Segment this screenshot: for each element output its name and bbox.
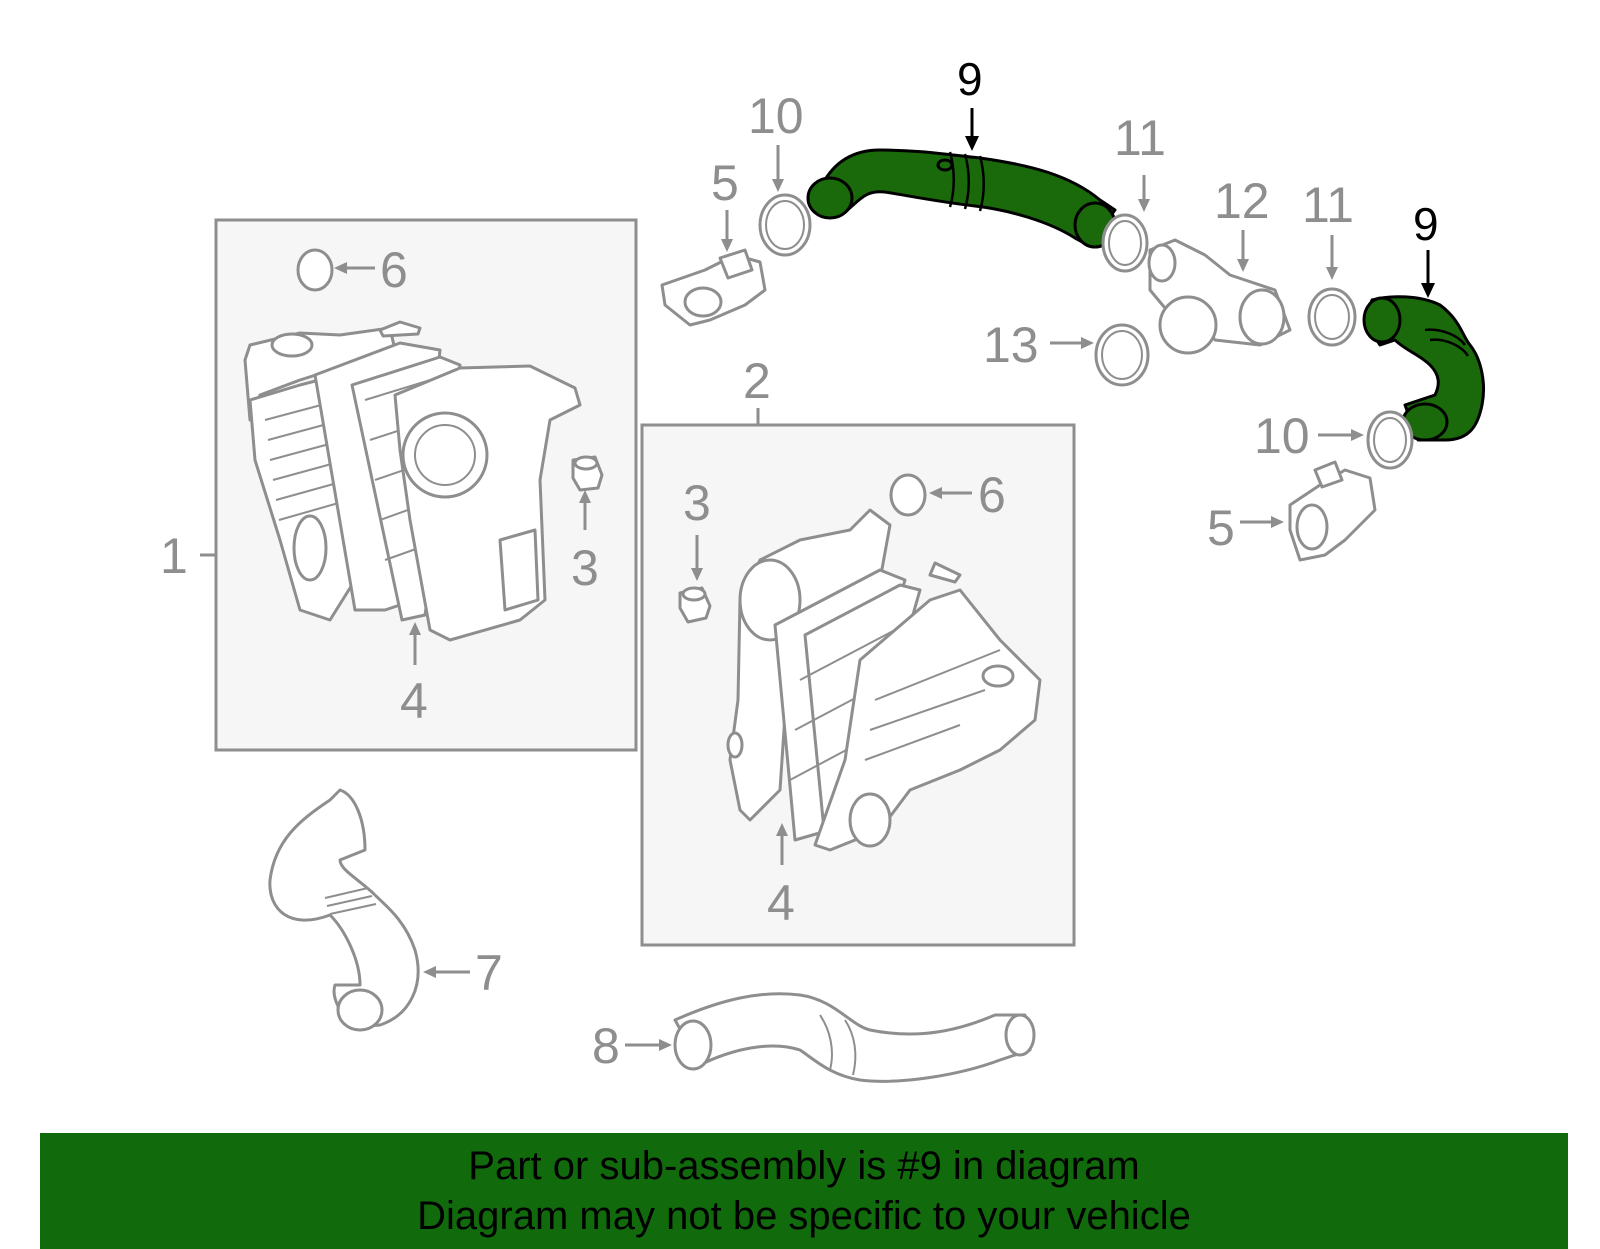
label-part-13: 13 bbox=[983, 317, 1039, 373]
oring-6-left bbox=[296, 248, 334, 292]
clamp-11-right bbox=[1307, 287, 1357, 347]
grommet-3-left bbox=[571, 455, 604, 492]
hose-7 bbox=[268, 788, 420, 1032]
sensor-5-top bbox=[660, 248, 767, 327]
label-part-1: 1 bbox=[160, 528, 188, 584]
clamp-13 bbox=[1094, 323, 1150, 387]
hose-9-top[interactable] bbox=[806, 148, 1117, 249]
label-part-4-left: 4 bbox=[400, 673, 428, 729]
label-part-9-right: 9 bbox=[1413, 198, 1439, 250]
label-part-7: 7 bbox=[475, 945, 503, 1001]
label-part-5-bottom: 5 bbox=[1207, 500, 1235, 556]
grommet-3-right bbox=[678, 586, 712, 624]
assembly-box-1 bbox=[214, 218, 638, 752]
clamp-11-left bbox=[1101, 213, 1149, 273]
hose-8 bbox=[673, 992, 1036, 1083]
label-part-6-left: 6 bbox=[380, 242, 408, 298]
label-part-3-right: 3 bbox=[683, 475, 711, 531]
sensor-5-bottom bbox=[1288, 460, 1377, 562]
label-part-2: 2 bbox=[743, 353, 771, 409]
assembly-box-2 bbox=[640, 423, 1076, 947]
y-pipe-12 bbox=[1147, 238, 1292, 355]
label-part-4-right: 4 bbox=[767, 875, 795, 931]
leader-lines bbox=[200, 108, 1435, 1051]
label-part-3-left: 3 bbox=[571, 540, 599, 596]
clamp-10-top bbox=[758, 193, 812, 257]
label-part-11-left: 11 bbox=[1114, 110, 1166, 166]
label-part-10-bottom: 10 bbox=[1254, 408, 1310, 464]
label-part-6-right: 6 bbox=[978, 467, 1006, 523]
parts-diagram: 1 2 3 3 4 4 5 5 6 6 7 8 9 9 10 10 11 11 … bbox=[160, 53, 1485, 1083]
banner-line-1: Part or sub-assembly is #9 in diagram bbox=[468, 1144, 1140, 1188]
label-part-11-right: 11 bbox=[1302, 177, 1354, 233]
banner-line-2: Diagram may not be specific to your vehi… bbox=[417, 1194, 1191, 1238]
label-part-9-top: 9 bbox=[957, 53, 983, 105]
label-part-8: 8 bbox=[592, 1018, 620, 1074]
label-part-5-top: 5 bbox=[711, 155, 739, 211]
callout-labels: 1 2 3 3 4 4 5 5 6 6 7 8 9 9 10 10 11 11 … bbox=[160, 53, 1439, 1074]
label-part-10-top: 10 bbox=[748, 88, 804, 144]
label-part-12: 12 bbox=[1214, 173, 1270, 229]
info-banner: Part or sub-assembly is #9 in diagram Di… bbox=[40, 1133, 1568, 1249]
clamp-10-bottom bbox=[1366, 410, 1414, 470]
hose-9-right[interactable] bbox=[1362, 295, 1485, 442]
oring-6-right bbox=[889, 473, 927, 517]
